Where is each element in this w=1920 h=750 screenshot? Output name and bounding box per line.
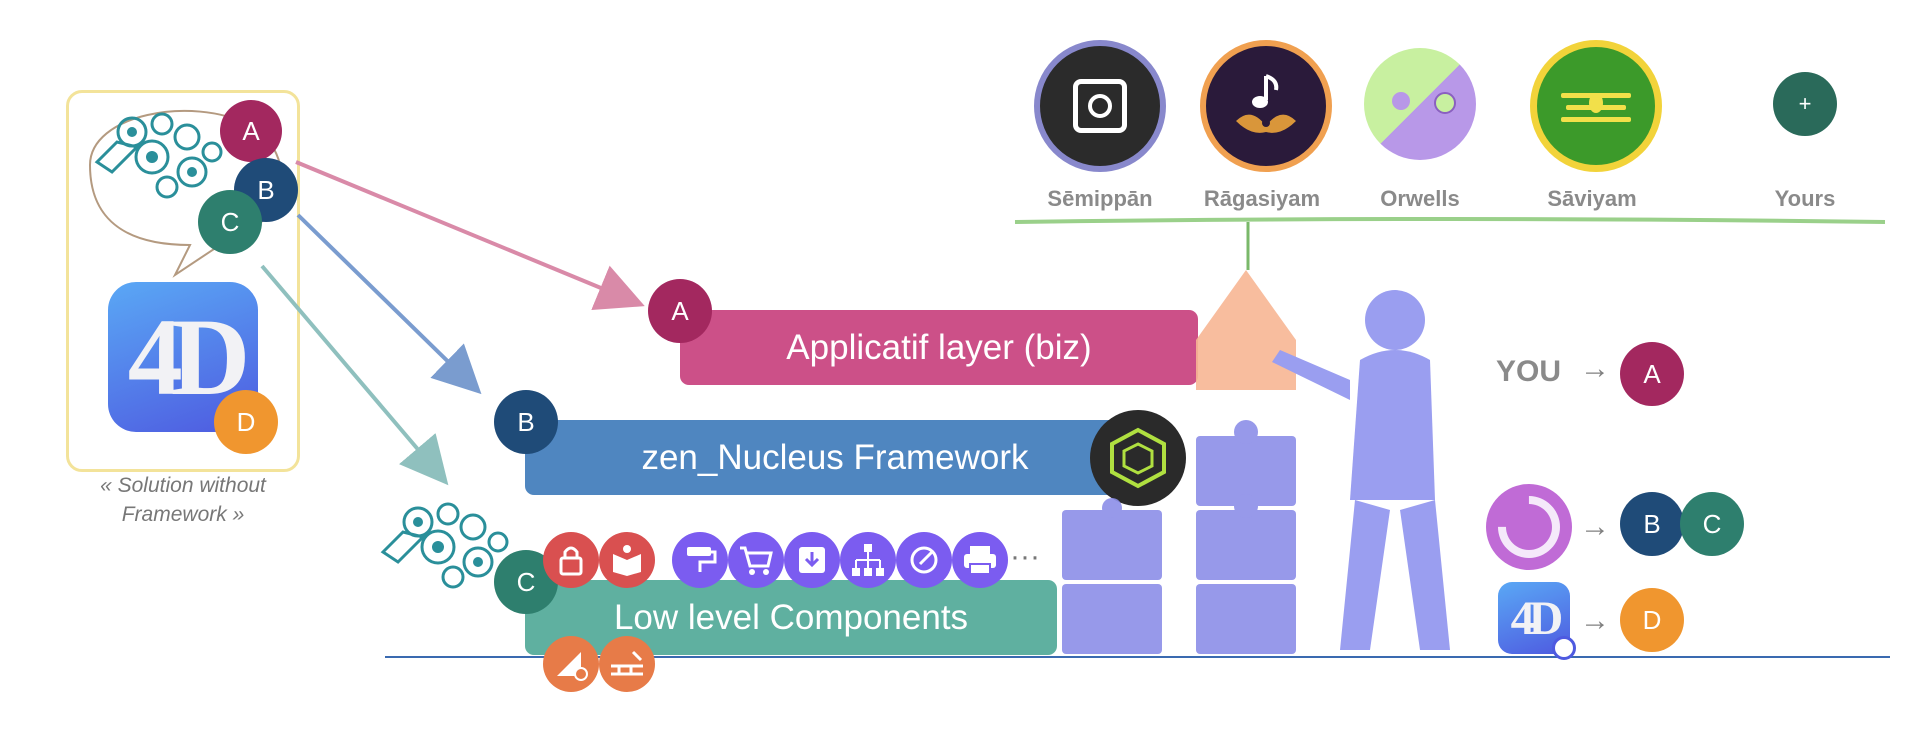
brick-wall-icon[interactable] xyxy=(599,636,655,692)
badge-a-left: A xyxy=(220,100,282,162)
app-label-yours: Yours xyxy=(1774,186,1836,211)
arrow-to-a xyxy=(295,160,645,310)
hierarchy-icon[interactable] xyxy=(840,532,896,588)
download-box-icon[interactable] xyxy=(784,532,840,588)
solution-box xyxy=(66,90,300,472)
badge-a-layer: A xyxy=(648,279,712,343)
framework-layer-label: zen_Nucleus Framework xyxy=(641,437,1029,477)
applicatif-layer-label: Applicatif layer (biz) xyxy=(786,327,1092,367)
more-components-ellipsis: ··· xyxy=(1010,540,1040,573)
you-label: YOU xyxy=(1496,355,1562,388)
arrow-to-b xyxy=(296,213,482,395)
lotus-music-icon xyxy=(1200,40,1332,172)
book-component-icon[interactable] xyxy=(599,532,655,588)
app-semippan[interactable] xyxy=(1034,40,1166,172)
framework-layer: zen_Nucleus Framework xyxy=(525,420,1145,495)
badge-d-left: D xyxy=(214,390,278,454)
shelf-line xyxy=(1014,217,1886,224)
paint-roller-icon[interactable] xyxy=(672,532,728,588)
map-badge-b: B xyxy=(1620,492,1684,556)
arrow-to-c xyxy=(260,264,449,486)
zen-logo-icon xyxy=(1485,483,1573,571)
arrow-zen: → xyxy=(1580,510,1610,543)
app-ragasiyam[interactable] xyxy=(1200,40,1332,172)
puzzle-illustration xyxy=(1062,270,1450,654)
lock-component-icon[interactable] xyxy=(543,532,599,588)
caption-line-1: « Solution without xyxy=(100,474,266,497)
app-saviyam[interactable] xyxy=(1530,40,1662,172)
app-label-semippan: Sēmippān xyxy=(1047,186,1153,211)
print-icon[interactable] xyxy=(952,532,1008,588)
brain-gears-small-icon xyxy=(380,502,509,589)
applicatif-layer: Applicatif layer (biz) xyxy=(680,310,1198,385)
app-orwells[interactable] xyxy=(1364,48,1476,160)
caption-line-2: Framework » xyxy=(121,503,245,526)
yin-yang-icon xyxy=(1364,48,1476,160)
cart-icon[interactable] xyxy=(728,532,784,588)
brain-gears-icon xyxy=(94,112,223,199)
arrow-you: → xyxy=(1580,352,1610,385)
cube-framework-icon xyxy=(1090,410,1186,506)
components-layer-label: Low level Components xyxy=(613,597,969,637)
badge-c-left: C xyxy=(198,190,262,254)
app-label-saviyam: Sāviyam xyxy=(1547,186,1637,211)
settings-ruler-icon[interactable] xyxy=(543,636,599,692)
map-badge-d: D xyxy=(1620,588,1684,652)
plus-icon: + xyxy=(1798,91,1812,116)
badge-b-layer: B xyxy=(494,390,558,454)
arrow-4d: → xyxy=(1580,604,1610,637)
compass-circle-icon xyxy=(1034,40,1166,172)
map-badge-a: A xyxy=(1620,342,1684,406)
sign-green-icon xyxy=(1530,40,1662,172)
4d-small-icon: 4D xyxy=(1498,582,1576,660)
edit-icon[interactable] xyxy=(896,532,952,588)
app-label-ragasiyam: Rāgasiyam xyxy=(1203,186,1321,211)
map-badge-c: C xyxy=(1680,492,1744,556)
app-label-orwells: Orwells xyxy=(1380,186,1460,211)
add-app-button[interactable]: + xyxy=(1773,72,1837,136)
